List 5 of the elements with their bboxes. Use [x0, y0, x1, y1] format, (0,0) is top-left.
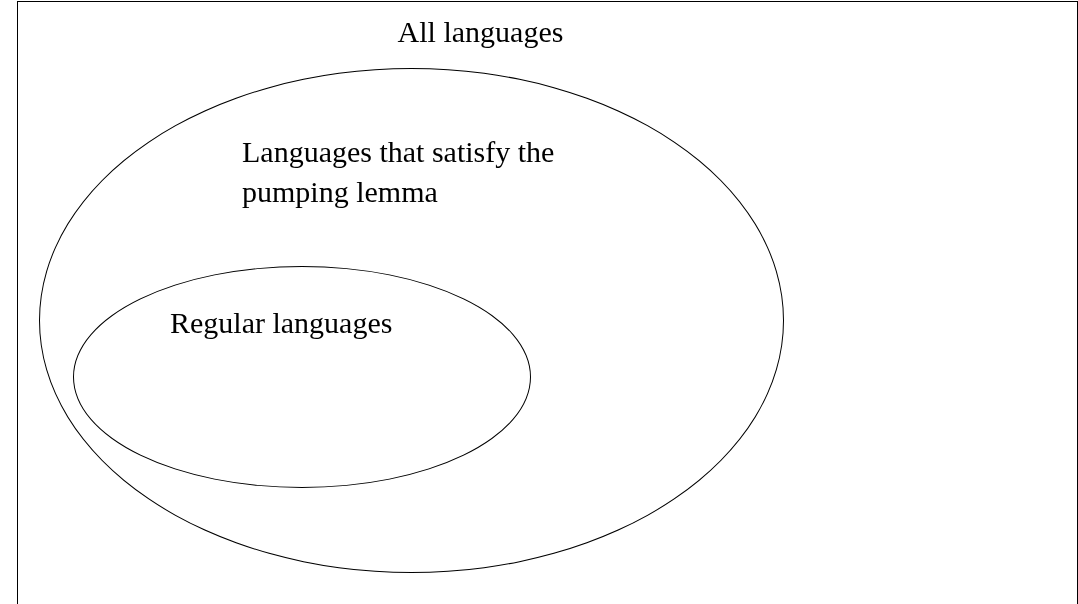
set-label: All languages — [396, 14, 565, 50]
set-ellipse — [39, 68, 784, 573]
set-label: Regular languages — [170, 305, 394, 341]
outer-frame — [17, 1, 1078, 604]
set-label: Languages that satisfy the pumping lemma — [242, 134, 556, 210]
